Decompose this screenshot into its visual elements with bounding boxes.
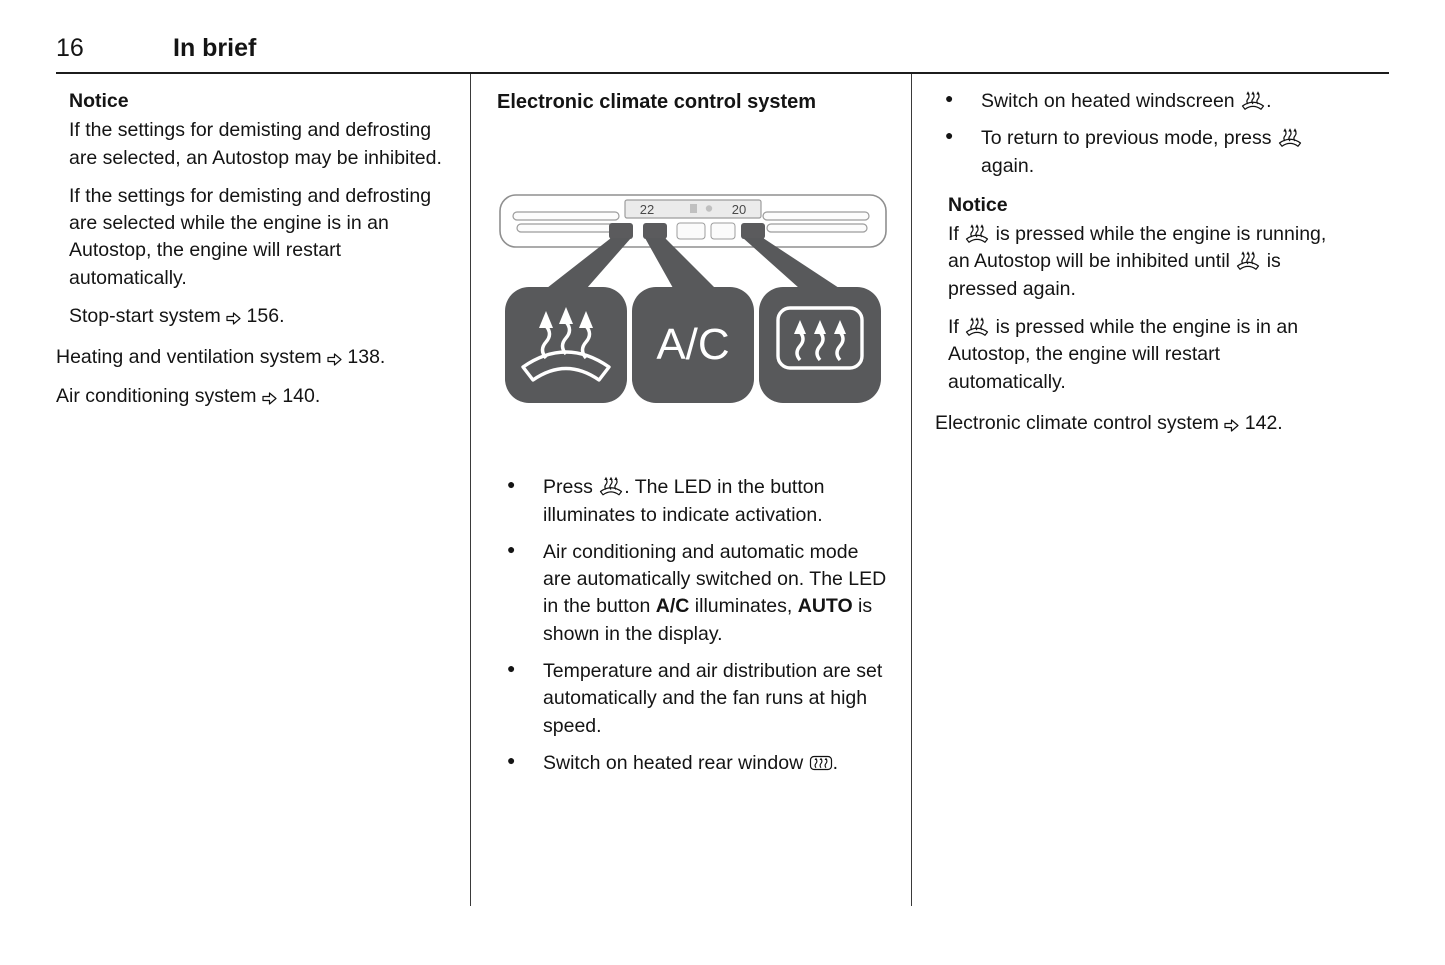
bullet-item: Switch on heated rear window . — [497, 750, 889, 777]
text-segment: AUTO — [797, 595, 853, 618]
bullet-item: Temperature and air distribution are set… — [497, 658, 889, 740]
notice-block: Notice If the settings for demisting and… — [69, 88, 448, 330]
page-number: 16 — [56, 34, 84, 62]
bullet-list: Press . The LED in the button illuminate… — [497, 474, 889, 777]
heated-windscreen-icon — [964, 314, 990, 341]
manual-page: 16 In brief Notice If the settings for d… — [0, 0, 1445, 906]
climate-panel-drawing: 22 20 — [499, 194, 887, 248]
heated-windscreen-icon — [1240, 88, 1266, 115]
page-ref-arrow-icon — [226, 303, 241, 330]
zoomed-buttons: A/C — [505, 287, 881, 403]
text-segment: Air conditioning and automatic mode are … — [543, 540, 887, 618]
text-segment: is pressed while the engine is in an Aut… — [948, 316, 1299, 393]
heated-rear-window-arrowheads — [794, 320, 846, 334]
notice-heading: Notice — [948, 193, 1008, 216]
text-segment: . — [1266, 90, 1272, 112]
page-title: In brief — [173, 34, 257, 62]
text-segment: is pressed while the engine is running, … — [948, 223, 1327, 273]
bullet-item: Air conditioning and automatic mode are … — [497, 539, 889, 648]
section-heading: Electronic climate control system — [497, 91, 817, 113]
heated-rear-window-icon — [809, 750, 833, 777]
content-columns: Notice If the settings for demisting and… — [56, 74, 1389, 906]
text-segment: Air conditioning system — [56, 384, 262, 407]
display-glyph — [705, 205, 713, 212]
notice-paragraph: If is pressed while the engine is runnin… — [948, 221, 1335, 303]
callout-pointers — [547, 238, 839, 288]
text-segment: is shown in the display. — [543, 595, 873, 645]
display-temp-right: 20 — [732, 202, 746, 217]
text-segment: 156. — [241, 305, 285, 328]
panel-demist-button — [609, 223, 633, 239]
text-segment: 142. — [1239, 411, 1283, 434]
climate-control-figure: 22 20 — [497, 190, 889, 424]
page-reference-stop-start: Stop-start system 156. — [69, 303, 448, 330]
text-segment: . The LED in the button illuminates to i… — [543, 476, 825, 526]
heated-windscreen-icon — [1235, 248, 1261, 275]
notice-paragraph: If is pressed while the engine is in an … — [948, 314, 1335, 396]
heated-windscreen-icon — [964, 221, 990, 248]
text-segment: Switch on heated rear window — [543, 751, 809, 774]
text-segment: To return to previous mode, press — [981, 127, 1277, 150]
page-header: 16 In brief — [56, 0, 1389, 63]
notice-paragraph: If the settings for demisting and defros… — [69, 119, 442, 169]
heated-rear-window-icon — [776, 306, 864, 370]
notice-paragraph: If the settings for demisting and defros… — [69, 184, 432, 289]
text-segment: If — [948, 316, 965, 339]
notice-block: Notice If is pressed while the engine is… — [948, 192, 1335, 396]
vent-slats — [512, 211, 870, 233]
ac-button-label: A/C — [656, 320, 729, 369]
text-segment: 138. — [341, 346, 386, 369]
page-reference-electronic-climate: Electronic climate control system 142. — [935, 410, 1335, 437]
windscreen-demist-arrowheads — [539, 307, 593, 328]
display-temp-left: 22 — [640, 202, 654, 217]
heated-windscreen-icon — [1277, 125, 1303, 152]
bullet-item: Press . The LED in the button illuminate… — [497, 474, 889, 529]
page-reference-heating-ventilation: Heating and ventilation system 138. — [56, 344, 448, 371]
bullet-list: Switch on heated windscreen . To return … — [935, 88, 1335, 180]
page-ref-arrow-icon — [262, 383, 277, 410]
text-segment: Heating and ventilation system — [56, 346, 327, 369]
text-segment: Temperature and air distribution are set… — [543, 660, 883, 737]
text-segment: A/C — [655, 595, 690, 618]
text-segment: 140. — [276, 384, 321, 407]
text-segment: If — [948, 223, 965, 246]
text-segment: Press — [543, 476, 599, 499]
ac-button — [632, 287, 754, 403]
climate-control-figure-svg: 22 20 — [499, 194, 887, 403]
text-segment: again. — [981, 154, 1035, 177]
text-segment: . — [832, 751, 838, 774]
windscreen-demist-icon — [598, 474, 624, 501]
column-middle: Electronic climate control system 22 — [470, 74, 912, 906]
column-left: Notice If the settings for demisting and… — [56, 74, 470, 906]
panel-button-row — [609, 222, 765, 240]
panel-button — [710, 222, 736, 240]
notice-heading: Notice — [69, 90, 129, 112]
text-segment: illuminates, — [689, 595, 798, 618]
text-segment: Switch on heated windscreen — [981, 90, 1241, 112]
panel-ac-button — [643, 223, 667, 239]
text-segment: Stop-start system — [69, 305, 227, 328]
bullet-item: Switch on heated windscreen . — [935, 88, 1335, 115]
panel-auto-button — [676, 222, 706, 240]
column-right-content: Switch on heated windscreen . To return … — [935, 88, 1335, 437]
page-ref-arrow-icon — [327, 344, 342, 371]
bullet-item: To return to previous mode, press again. — [935, 125, 1335, 180]
panel-rear-window-button — [741, 223, 765, 239]
column-right: Switch on heated windscreen . To return … — [912, 74, 1389, 906]
windscreen-demist-icon — [521, 320, 611, 382]
page-ref-arrow-icon — [1224, 410, 1239, 437]
header-rule — [56, 72, 1389, 74]
display-glyph — [690, 204, 697, 213]
page-reference-air-conditioning: Air conditioning system 140. — [56, 383, 448, 410]
text-segment: Electronic climate control system — [935, 411, 1225, 434]
windscreen-demist-button — [505, 287, 627, 403]
text-segment: is pressed again. — [948, 250, 1281, 300]
